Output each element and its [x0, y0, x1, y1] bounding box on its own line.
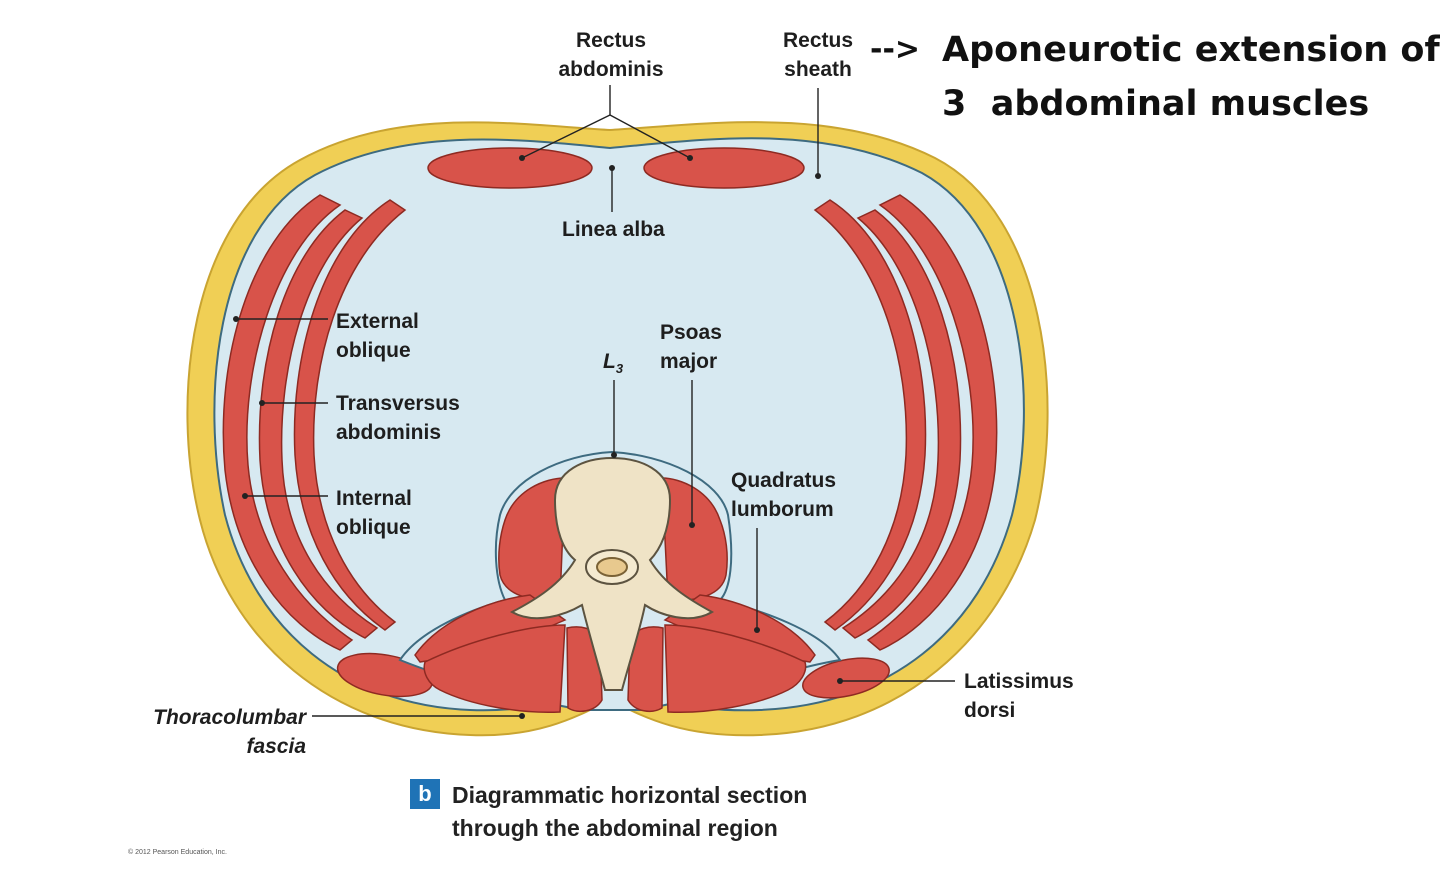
internal-oblique-right: [841, 209, 962, 639]
label-rectus-abdominis: Rectus abdominis: [546, 26, 676, 84]
label-quadratus-line2: lumborum: [731, 498, 834, 521]
transversus-abdominis-right: [813, 199, 927, 631]
label-external-oblique: External oblique: [336, 307, 419, 365]
external-oblique-left: [222, 194, 354, 651]
annotation-title: Aponeurotic extension of 3 abdominal mus…: [942, 23, 1440, 131]
label-rectus-abdominis-line2: abdominis: [558, 58, 664, 81]
label-rectus-sheath-line1: Rectus: [782, 29, 854, 52]
annotation-arrow-text: -->: [870, 32, 921, 67]
label-transversus-line1: Transversus: [336, 392, 460, 415]
internal-oblique-left: [258, 209, 379, 639]
label-transversus-abdominis: Transversus abdominis: [336, 389, 460, 447]
leader-rectus-abdominis-left: [521, 114, 611, 159]
rectus-abdominis-left: [427, 147, 593, 189]
dot-internal-oblique: [242, 493, 248, 499]
dot-rectus-sheath: [815, 173, 821, 179]
label-rectus-sheath: Rectus sheath: [766, 26, 870, 84]
transversus-abdominis-left: [293, 199, 407, 631]
dot-quadratus: [754, 627, 760, 633]
dot-rectus-left: [519, 155, 525, 161]
label-l3-letter: L: [603, 350, 616, 373]
label-latissimus-line1: Latissimus: [964, 670, 1074, 693]
caption-line1: Diagrammatic horizontal section: [452, 782, 808, 808]
rectus-abdominis-right: [643, 147, 805, 189]
annotation-arrow: -->: [870, 23, 920, 77]
copyright-notice: © 2012 Pearson Education, Inc.: [128, 849, 227, 856]
label-thoracolumbar-fascia: Thoracolumbar fascia: [110, 703, 306, 761]
label-psoas-line2: major: [660, 350, 718, 373]
label-l3: L3: [603, 347, 623, 383]
dot-l3: [611, 452, 617, 458]
label-psoas-line1: Psoas: [660, 321, 722, 344]
annotation-line2: 3 abdominal muscles: [942, 84, 1370, 124]
external-oblique-right: [866, 194, 998, 651]
label-thoracolumbar-line1: Thoracolumbar: [153, 706, 306, 729]
dot-linea-alba: [609, 165, 615, 171]
label-rectus-sheath-line2: sheath: [784, 58, 852, 81]
label-quadratus-line1: Quadratus: [731, 469, 837, 492]
figure-caption: Diagrammatic horizontal section through …: [452, 779, 807, 845]
leader-rectus-abdominis-right: [609, 114, 691, 159]
label-thoracolumbar-line2: fascia: [246, 735, 306, 758]
label-internal-oblique-line1: Internal: [336, 487, 412, 510]
label-internal-oblique-line2: oblique: [336, 516, 411, 539]
label-linea-alba: Linea alba: [562, 215, 665, 244]
spinal-cord: [596, 557, 628, 577]
dot-external-oblique: [233, 316, 239, 322]
label-psoas-major: Psoas major: [660, 318, 722, 376]
dot-psoas: [689, 522, 695, 528]
label-internal-oblique: Internal oblique: [336, 484, 412, 542]
multifidus-right: [627, 626, 664, 713]
label-external-oblique-line2: oblique: [336, 339, 411, 362]
dot-latissimus: [837, 678, 843, 684]
label-latissimus-dorsi: Latissimus dorsi: [964, 667, 1074, 725]
dot-transversus: [259, 400, 265, 406]
figure-badge: b: [410, 779, 440, 809]
label-rectus-abdominis-line1: Rectus: [575, 29, 647, 52]
label-external-oblique-line1: External: [336, 310, 419, 333]
annotation-line1: Aponeurotic extension of: [942, 30, 1440, 70]
label-transversus-line2: abdominis: [336, 421, 442, 444]
label-linea-alba-text: Linea alba: [562, 218, 665, 241]
dot-rectus-right: [687, 155, 693, 161]
label-latissimus-line2: dorsi: [964, 699, 1016, 722]
label-quadratus-lumborum: Quadratus lumborum: [731, 466, 836, 524]
dot-thoracolumbar: [519, 713, 525, 719]
caption-line2: through the abdominal region: [452, 815, 778, 841]
label-l3-subscript: 3: [615, 361, 624, 376]
latissimus-dorsi-right: [802, 657, 890, 699]
erector-spinae-left: [423, 624, 566, 714]
erector-spinae-right: [664, 624, 807, 714]
